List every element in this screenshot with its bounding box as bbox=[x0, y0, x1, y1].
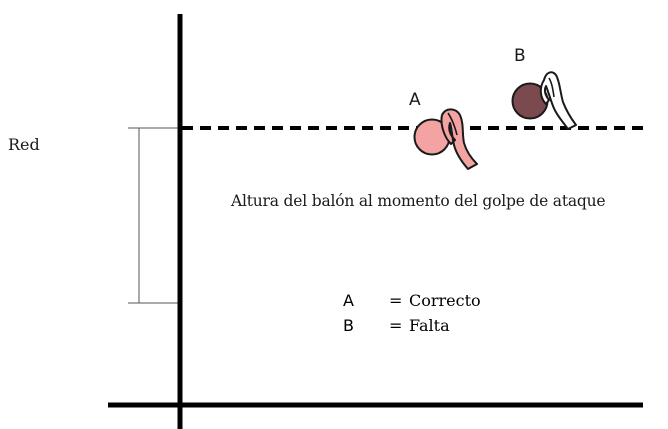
legend-equals-b: = bbox=[389, 316, 403, 335]
ball-height-caption: Altura del balón al momento del golpe de… bbox=[231, 192, 606, 210]
legend-equals-a: = bbox=[389, 291, 403, 310]
hand-a-icon bbox=[440, 108, 478, 170]
player-b-label: B bbox=[514, 46, 526, 66]
legend-key-a: A bbox=[343, 291, 354, 310]
legend-row-a: A = Correcto bbox=[343, 293, 481, 309]
legend-meaning-b: Falta bbox=[409, 316, 450, 335]
net-label: Red bbox=[8, 135, 40, 154]
legend-key-b: B bbox=[343, 316, 354, 335]
legend-meaning-a: Correcto bbox=[409, 291, 481, 310]
player-b-group bbox=[511, 71, 577, 130]
player-a-label: A bbox=[409, 90, 421, 110]
legend-row-b: B = Falta bbox=[343, 318, 450, 334]
net-height-bracket bbox=[128, 127, 178, 304]
player-a-group bbox=[413, 108, 478, 170]
hand-b-icon bbox=[539, 71, 577, 130]
